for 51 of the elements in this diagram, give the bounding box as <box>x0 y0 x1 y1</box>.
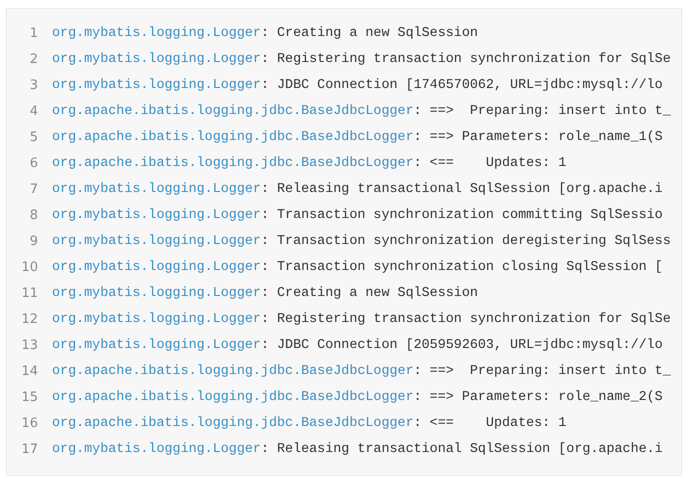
log-message: : ==> Preparing: insert into t_ <box>414 103 671 121</box>
line-number: 16 <box>20 415 38 433</box>
logger-name: org.apache.ibatis.logging.jdbc.BaseJdbcLogger <box>52 155 414 173</box>
log-message: : Creating a new SqlSession <box>260 25 478 43</box>
log-message: : Registering transaction synchronization for SqlSe <box>260 311 671 329</box>
logger-name: org.mybatis.logging.Logger <box>52 441 261 459</box>
logger-name: org.apache.ibatis.logging.jdbc.BaseJdbcLogger <box>52 389 414 407</box>
log-message: : <== Updates: 1 <box>414 415 566 433</box>
log-message: : <== Updates: 1 <box>414 155 566 173</box>
log-message: : Creating a new SqlSession <box>260 285 478 303</box>
line-number: 17 <box>20 441 38 459</box>
line-number: 7 <box>28 181 38 199</box>
line-number: 13 <box>20 337 38 355</box>
logger-name: org.mybatis.logging.Logger <box>52 181 261 199</box>
logger-name: org.mybatis.logging.Logger <box>52 233 261 251</box>
line-number: 6 <box>28 155 38 173</box>
log-message: : Releasing transactional SqlSession [org.apache.i <box>260 441 663 459</box>
logger-name: org.mybatis.logging.Logger <box>52 259 261 277</box>
line-number: 9 <box>28 233 38 251</box>
log-message: : Releasing transactional SqlSession [org.apache.i <box>260 181 663 199</box>
log-message: : Registering transaction synchronization for SqlSe <box>260 51 671 69</box>
logger-name: org.apache.ibatis.logging.jdbc.BaseJdbcLogger <box>52 363 414 381</box>
log-message: : Transaction synchronization committing SqlSessio <box>260 207 663 225</box>
log-message: : JDBC Connection [1746570062, URL=jdbc:mysql://lo <box>260 77 663 95</box>
logger-name: org.mybatis.logging.Logger <box>52 51 261 69</box>
line-number: 11 <box>20 285 38 303</box>
logger-name: org.mybatis.logging.Logger <box>52 207 261 225</box>
log-message: : ==> Preparing: insert into t_ <box>414 363 671 381</box>
log-message: : ==> Parameters: role_name_1(S <box>414 129 663 147</box>
line-number: 2 <box>28 51 38 69</box>
logger-name: org.apache.ibatis.logging.jdbc.BaseJdbcLogger <box>52 103 414 121</box>
line-number: 1 <box>28 25 38 43</box>
logger-name: org.mybatis.logging.Logger <box>52 77 261 95</box>
line-number: 10 <box>20 259 38 277</box>
line-number: 4 <box>28 103 38 121</box>
logger-name: org.mybatis.logging.Logger <box>52 285 261 303</box>
logger-name: org.mybatis.logging.Logger <box>52 337 261 355</box>
line-number: 5 <box>28 129 38 147</box>
logger-name: org.apache.ibatis.logging.jdbc.BaseJdbcLogger <box>52 415 414 433</box>
log-message: : Transaction synchronization closing SqlSession [ <box>260 259 663 277</box>
line-number: 12 <box>20 311 38 329</box>
log-message: : ==> Parameters: role_name_2(S <box>414 389 663 407</box>
log-message: : Transaction synchronization deregistering SqlSess <box>260 233 671 251</box>
line-number: 14 <box>20 363 38 381</box>
logger-name: org.mybatis.logging.Logger <box>52 25 261 43</box>
line-number: 3 <box>28 77 38 95</box>
line-number: 8 <box>28 207 38 225</box>
log-message: : JDBC Connection [2059592603, URL=jdbc:mysql://lo <box>260 337 663 355</box>
logger-name: org.mybatis.logging.Logger <box>52 311 261 329</box>
logger-name: org.apache.ibatis.logging.jdbc.BaseJdbcLogger <box>52 129 414 147</box>
line-number: 15 <box>20 389 38 407</box>
